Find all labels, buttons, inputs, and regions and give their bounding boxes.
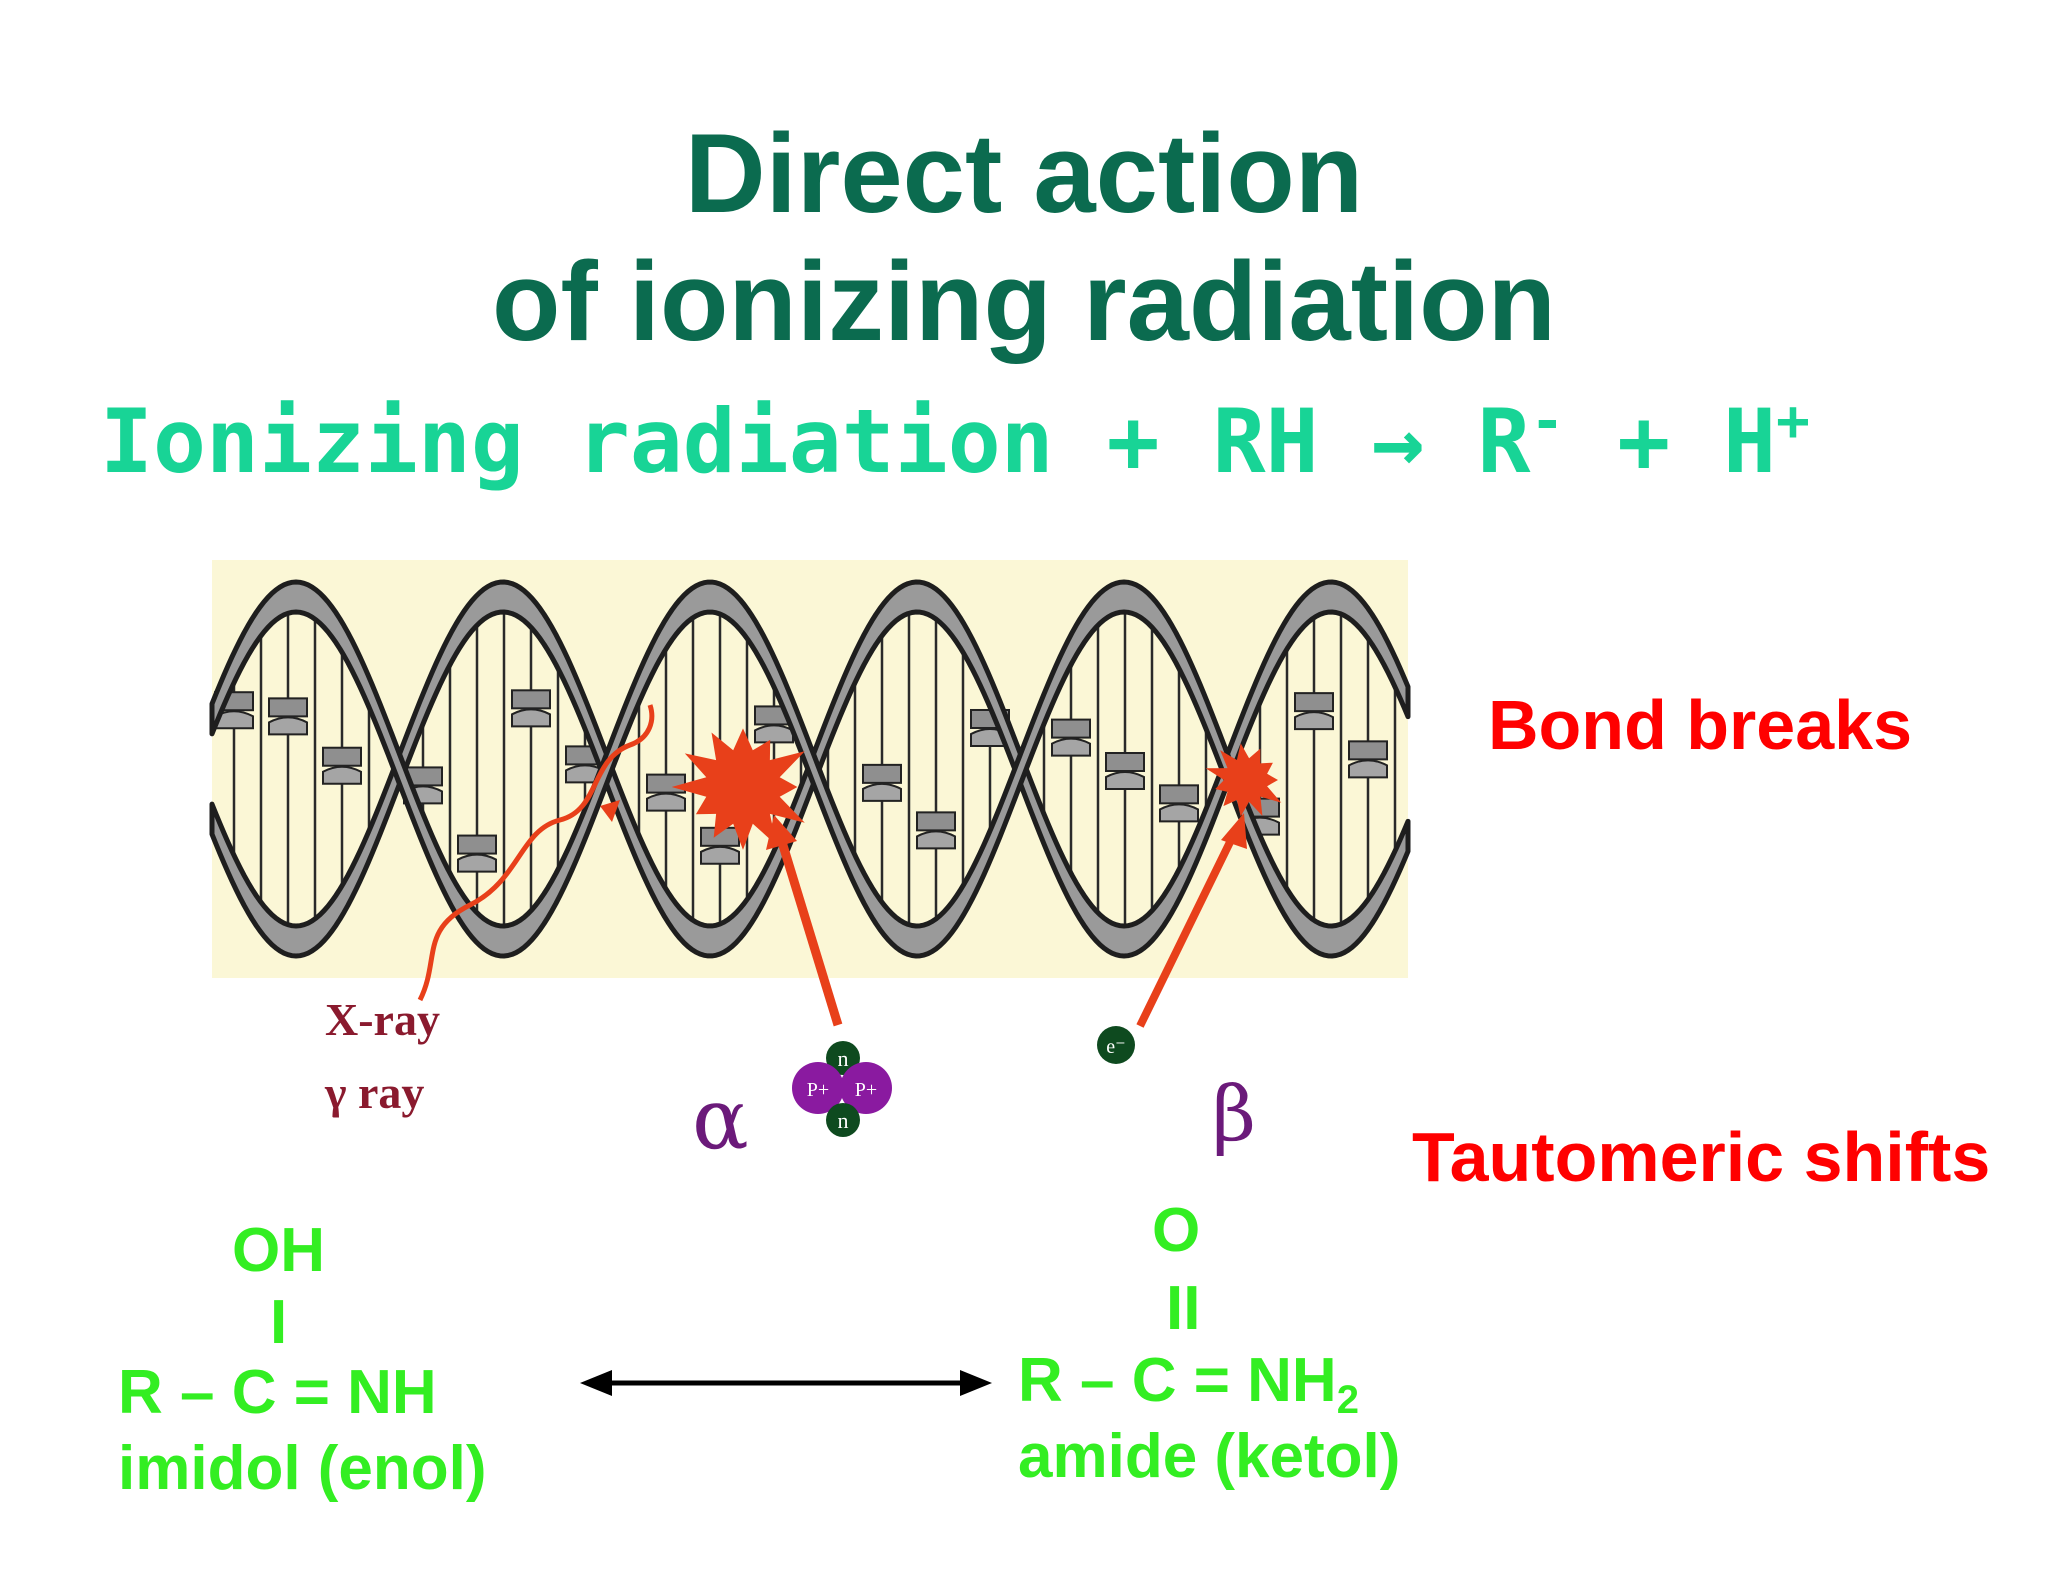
electron-label: e⁻ [1106,1036,1125,1058]
base-block-bottom [700,845,740,865]
nucleotide-base [511,689,551,728]
base-block-bottom [862,782,902,802]
neutron-bottom [826,1103,860,1137]
base-block-top [1051,718,1091,739]
base-block-top [268,697,308,718]
alpha-particle: n P+ P+ n [792,1041,892,1137]
nucleotide-base [1294,692,1334,731]
equation-arrow: → [1371,390,1425,493]
base-block-top [1159,784,1199,805]
nucleotide-base [916,811,956,850]
proton-right-label: P+ [855,1079,877,1101]
ketol-formula-subscript: 2 [1336,1378,1359,1422]
alpha-hit-starburst [671,728,805,850]
nucleotide-base [1159,784,1199,823]
page-title-line-2: of ionizing radiation [492,239,1556,364]
base-block-bottom [754,724,794,744]
base-block-bottom [511,708,551,728]
equilibrium-arrow-head-left [580,1370,612,1396]
neutron-top-label: n [838,1046,849,1071]
xray-wavy-arrow [417,704,655,1002]
alpha-arrow-head [766,815,797,850]
alpha-arrow [777,840,843,1027]
base-block-bottom [322,765,362,785]
nucleotide-base [862,763,902,802]
tautomeric-shifts-label: Tautomeric shifts [1412,1118,1991,1196]
equation-lhs: Ionizing radiation + RH [100,390,1319,493]
neutron-bottom-label: n [838,1108,849,1133]
ketol-formula-text: R – C = NH [1018,1346,1337,1415]
equation-r-charge: - [1530,389,1565,454]
beta-symbol: β [1212,1069,1256,1158]
electron [1097,1026,1135,1064]
enol-single-bond: I [270,1288,288,1357]
enol-formula: R – C = NH [118,1358,437,1427]
base-block-top [511,689,551,710]
base-block-top [1105,752,1145,772]
enol-name: imidol (enol) [118,1434,487,1503]
base-block-top [1348,740,1388,761]
nucleotide-base [1051,718,1091,757]
nucleotide-base [700,826,740,865]
nucleotide-base [268,697,308,736]
base-block-bottom [268,716,308,736]
base-block-bottom [1159,803,1199,823]
bond-breaks-label: Bond breaks [1488,686,1912,764]
base-block-bottom [457,853,497,873]
equation-plus: + [1617,390,1671,493]
equation-r: R [1477,390,1531,493]
page-title-line-1: Direct action [684,111,1364,236]
base-block-bottom [916,830,956,850]
beta-hit-starburst [1205,743,1282,817]
enol-oh: OH [232,1216,325,1285]
xray-arrow-head [600,800,620,822]
xray-label: X-ray [325,994,440,1045]
base-block-bottom [646,792,686,812]
proton-left-label: P+ [807,1079,829,1101]
beta-arrow-head [1221,813,1247,849]
base-block-top [322,746,362,767]
ionization-equation: Ionizing radiation + RH → R- + H+ [100,394,1810,486]
alpha-symbol: α [692,1070,749,1168]
nucleotide-base [1105,752,1145,790]
proton-right [840,1062,892,1114]
base-block-top [916,811,956,832]
equation-h: H [1723,390,1777,493]
base-block-top [1294,692,1334,713]
nucleotide-base [1348,740,1388,779]
ketol-formula: R – C = NH2 [1018,1350,1359,1421]
base-block-bottom [1348,759,1388,779]
base-block-top [862,763,902,784]
nucleotide-base [322,746,362,785]
base-block-bottom [1294,711,1334,731]
dna-strand-front [209,579,1411,959]
base-block-bottom [1051,737,1091,757]
dna-strands [209,579,1411,959]
proton-left [792,1062,844,1114]
nucleotide-base [646,773,686,812]
equation-h-charge: + [1776,389,1810,454]
base-block-top [646,773,686,794]
ketol-double-bond: II [1166,1274,1201,1343]
base-block-bottom [1105,771,1145,790]
ketol-oxygen: O [1152,1196,1201,1265]
gamma-ray-label: γ ray [324,1067,424,1118]
nucleotide-base [457,834,497,873]
ketol-name: amide (ketol) [1018,1422,1401,1491]
beta-arrow [1136,836,1236,1028]
base-block-top [457,834,497,855]
equilibrium-arrow-head-right [960,1370,992,1396]
